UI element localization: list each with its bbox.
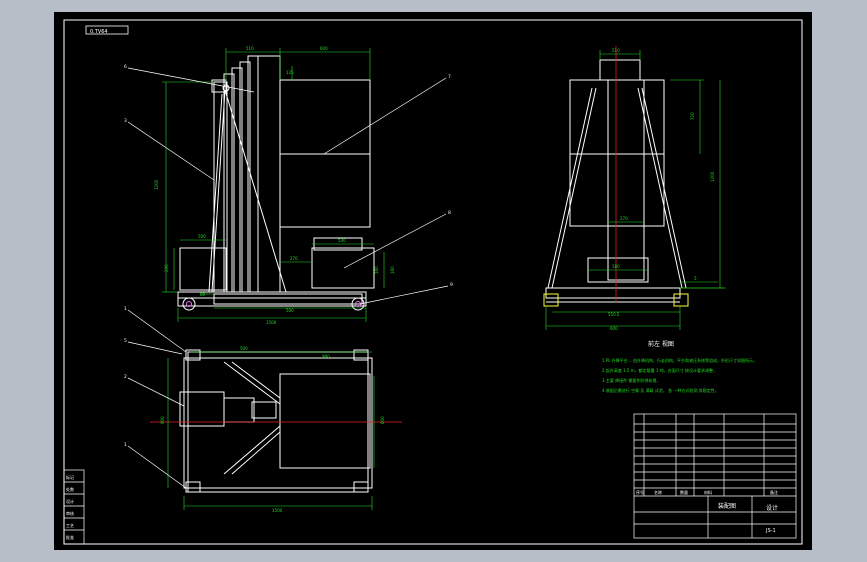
svg-text:数量: 数量 [680, 489, 688, 495]
title-block-headers: 序号 名称 数量 材料 备注 [636, 489, 778, 495]
svg-text:500: 500 [198, 234, 206, 239]
svg-text:8: 8 [448, 210, 451, 216]
svg-text:550.5: 550.5 [608, 312, 620, 317]
cad-viewport[interactable]: 0.TV64 [54, 12, 812, 550]
svg-text:270: 270 [290, 256, 298, 261]
svg-text:标记: 标记 [66, 474, 74, 480]
svg-text:1200: 1200 [710, 171, 715, 182]
front-view-dimensions [545, 50, 726, 330]
note-line-1: 1.PL 升降平台 ，由升降机构、行走机构、平台和液压系统等组成，外形尺寸如图所… [602, 357, 757, 363]
svg-text:180: 180 [612, 264, 620, 269]
side-view [177, 55, 375, 311]
svg-text:270: 270 [620, 216, 628, 221]
side-view-dimension-text: 510 600 135 1200 500 200 530 270 160 500… [154, 46, 395, 325]
svg-text:7: 7 [448, 74, 451, 80]
svg-text:510: 510 [246, 46, 254, 51]
svg-text:135: 135 [286, 70, 294, 75]
svg-text:设计: 设计 [66, 498, 74, 504]
front-view-dimension-text: 510 720 1200 270 180 5 550.5 600 [608, 48, 715, 331]
svg-text:530: 530 [338, 238, 346, 243]
assembly-drawing: 0.TV64 [54, 12, 812, 550]
note-line-2: 2.起升高度 1.5 m，额定载重 1 吨，台面尺寸 按设计要求调整， [602, 367, 717, 373]
side-view-dimensions [162, 48, 385, 322]
svg-text:5: 5 [694, 276, 697, 281]
note-line-4: 4.装配后需进行 空载 及 满载 试验， 各 一种方式检测 其稳定性。 [602, 387, 719, 393]
svg-text:批准: 批准 [66, 534, 74, 540]
technical-notes: 1.PL 升降平台 ，由升降机构、行走机构、平台和液压系统等组成，外形尺寸如图所… [602, 357, 757, 393]
drawing-tag-text: 0.TV64 [90, 29, 108, 35]
svg-text:审核: 审核 [66, 510, 74, 516]
svg-text:160: 160 [390, 266, 395, 274]
svg-text:900: 900 [160, 416, 165, 424]
svg-text:5: 5 [124, 338, 127, 344]
svg-text:序号: 序号 [636, 489, 644, 495]
svg-text:1: 1 [124, 306, 127, 312]
revision-strip-labels: 标记 处数 设计 审核 工艺 批准 [66, 474, 74, 540]
svg-text:1: 1 [124, 442, 127, 448]
svg-text:720: 720 [690, 112, 695, 120]
svg-text:1500: 1500 [266, 320, 277, 325]
svg-text:600: 600 [380, 416, 385, 424]
side-view-leader-labels: 6 3 7 8 9 [124, 64, 453, 288]
revision-strip [63, 469, 85, 545]
drawing-tag: 0.TV64 [85, 25, 129, 35]
svg-text:200: 200 [164, 264, 169, 272]
svg-text:1200: 1200 [154, 179, 159, 190]
svg-text:160: 160 [374, 266, 379, 274]
top-view-dimension-text: 500 980 600 900 1500 [160, 346, 385, 513]
svg-text:3: 3 [124, 118, 127, 124]
svg-text:材料: 材料 [704, 489, 712, 495]
svg-text:1500: 1500 [272, 508, 283, 513]
svg-text:500: 500 [286, 308, 294, 313]
svg-text:980: 980 [322, 354, 330, 359]
drawing-frame [54, 12, 812, 550]
note-line-3: 3.主要 焊接件 需要作防锈处理， [602, 377, 660, 383]
svg-text:工艺: 工艺 [66, 523, 74, 528]
side-view-leaders [127, 67, 449, 305]
svg-text:9: 9 [450, 282, 453, 288]
svg-text:60: 60 [200, 292, 206, 297]
front-view-title: 前左 视图 [648, 340, 674, 348]
svg-text:名称: 名称 [654, 489, 662, 495]
top-view [179, 349, 373, 493]
front-view [543, 59, 689, 307]
svg-text:6: 6 [124, 64, 127, 70]
company-field: 设计 [766, 504, 778, 512]
svg-text:2: 2 [124, 374, 127, 380]
top-view-dimensions [167, 351, 375, 510]
top-view-leaders [127, 309, 187, 489]
svg-text:500: 500 [240, 346, 248, 351]
svg-text:备注: 备注 [770, 489, 778, 495]
drawing-name: 装配图 [718, 502, 736, 510]
svg-text:510: 510 [612, 48, 620, 53]
top-view-leader-labels: 1 5 2 1 [124, 306, 127, 448]
svg-text:处数: 处数 [66, 486, 74, 492]
svg-text:600: 600 [320, 46, 328, 51]
title-block [633, 413, 797, 539]
drawing-number: JS-1 [765, 528, 776, 534]
svg-text:600: 600 [610, 326, 618, 331]
